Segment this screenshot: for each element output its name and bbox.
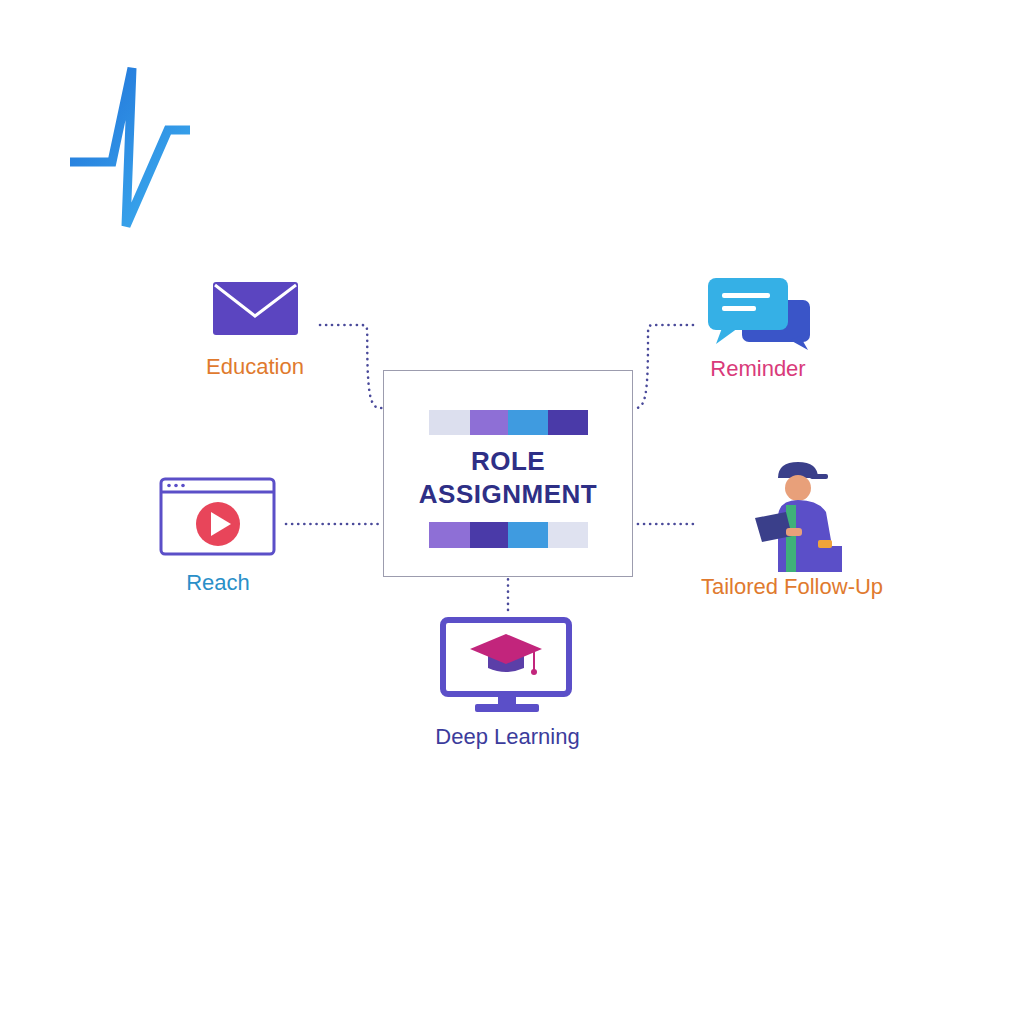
education-node: Education: [190, 276, 320, 380]
video-icon: [161, 479, 274, 554]
color-bar: [548, 410, 588, 435]
reminder-node: Reminder: [693, 274, 823, 382]
color-bar: [470, 410, 508, 435]
video-title-bar: [161, 491, 274, 494]
grad-tassel: [533, 652, 535, 670]
chat-icon: [708, 278, 810, 350]
video-window: [161, 479, 274, 554]
cap-brim: [810, 474, 828, 479]
color-bar: [508, 522, 548, 548]
play-triangle: [211, 512, 231, 536]
reach-node: Reach: [150, 474, 286, 596]
role-assignment-box: ROLE ASSIGNMENT: [383, 370, 633, 577]
color-bar: [429, 522, 470, 548]
monitor-stand: [498, 696, 516, 705]
envelope-flap: [215, 285, 296, 316]
color-bars-bottom: [429, 522, 588, 548]
play-button: [196, 502, 240, 546]
node-label: Education: [206, 354, 304, 380]
dotted-connector: [320, 325, 383, 408]
chat-line: [722, 306, 756, 311]
chat-line: [722, 293, 770, 298]
color-bar: [429, 410, 470, 435]
chat-tail-front: [716, 328, 738, 344]
person-sleeve: [818, 540, 832, 548]
vest-strap: [786, 505, 796, 572]
window-dot: [181, 484, 185, 488]
grad-tassel-end: [531, 669, 537, 675]
node-label: Deep Learning: [435, 724, 579, 750]
box-title: ROLE ASSIGNMENT: [408, 445, 608, 511]
monitor-base: [475, 704, 539, 712]
node-label: Tailored Follow-Up: [701, 574, 883, 600]
envelope-icon: [213, 282, 298, 335]
monitor-icon: [443, 620, 569, 712]
deep-learning-node: Deep Learning: [427, 610, 587, 750]
chat-tail-back: [790, 336, 808, 350]
node-label: Reach: [186, 570, 250, 596]
dotted-connector: [633, 523, 693, 526]
color-bar: [508, 410, 548, 435]
envelope-body: [213, 282, 298, 335]
window-dot: [174, 484, 178, 488]
grad-cap-board: [470, 634, 542, 664]
person-hand: [786, 528, 802, 536]
node-label: Reminder: [710, 356, 805, 382]
person-head: [785, 475, 811, 501]
color-bar: [470, 522, 508, 548]
person-icon: [755, 462, 842, 572]
dotted-connector: [633, 325, 693, 408]
color-bar: [548, 522, 588, 548]
logo-mark: [70, 68, 190, 226]
color-bars-top: [429, 410, 588, 435]
monitor-screen: [443, 620, 569, 694]
window-dot: [167, 484, 171, 488]
chat-bubble-front: [708, 278, 788, 330]
dotted-connector: [286, 523, 383, 526]
dotted-connector: [507, 577, 510, 610]
follow-up-node: Tailored Follow-Up: [693, 456, 891, 600]
tablet: [755, 512, 792, 542]
